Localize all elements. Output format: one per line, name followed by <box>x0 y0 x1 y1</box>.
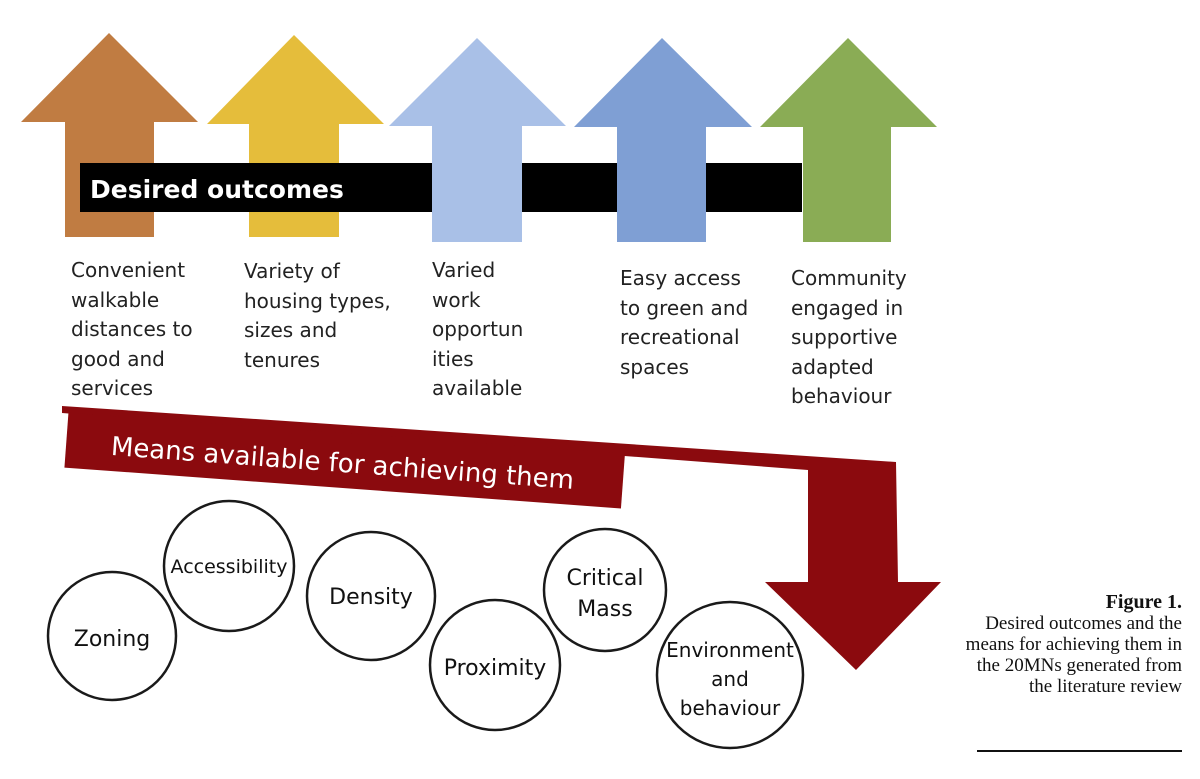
figure-label: Figure 1. <box>1105 591 1182 613</box>
svg-text:Proximity: Proximity <box>444 656 547 681</box>
svg-text:Zoning: Zoning <box>74 627 151 652</box>
svg-text:Environment: Environment <box>666 638 794 662</box>
means-down-arrow <box>62 406 941 670</box>
svg-text:Density: Density <box>329 585 413 610</box>
outcome-text-green-spaces: Easy access to green and recreational sp… <box>620 266 749 379</box>
means-circle-critical-mass: Critical Mass <box>542 527 668 653</box>
means-circle-density: Density <box>305 530 437 662</box>
figure-caption-text: Desired outcomes and the means for achie… <box>965 613 1182 697</box>
desired-outcomes-label: Desired outcomes <box>90 175 344 204</box>
outcome-arrow-5 <box>760 38 937 242</box>
figure-caption: Figure 1. Desired outcomes and the means… <box>962 591 1182 698</box>
svg-text:and: and <box>711 667 749 691</box>
svg-text:behaviour: behaviour <box>680 696 781 720</box>
svg-text:Mass: Mass <box>577 597 632 622</box>
means-circle-accessibility: Accessibility <box>162 499 296 633</box>
caption-divider <box>977 750 1182 752</box>
svg-text:Critical: Critical <box>567 566 644 591</box>
outcome-text-housing: Variety of housing types, sizes and tenu… <box>244 259 391 372</box>
outcome-text-walkable: Convenient walkable distances to good an… <box>71 258 193 400</box>
outcome-text-work: Varied work opportun ities available <box>432 258 524 400</box>
means-circle-zoning: Zoning <box>46 570 178 702</box>
means-circle-proximity: Proximity <box>428 598 562 732</box>
svg-text:Accessibility: Accessibility <box>171 556 288 578</box>
outcome-text-community: Community engaged in supportive adapted … <box>791 266 907 408</box>
means-circle-environment-behaviour: Environment and behaviour <box>655 600 805 750</box>
